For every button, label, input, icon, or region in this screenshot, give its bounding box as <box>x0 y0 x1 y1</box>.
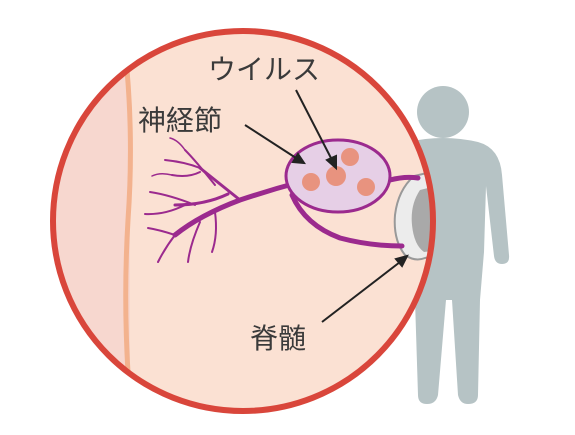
nerve-branch <box>144 204 186 216</box>
spinal-cord-pointer-line <box>321 261 401 323</box>
nerve-branch <box>147 227 176 236</box>
virus-particle <box>357 178 375 196</box>
nerve-branch <box>164 159 201 169</box>
virus-pointer-line <box>295 89 333 161</box>
nerve-branch <box>211 211 217 253</box>
nerve-branch <box>184 149 216 186</box>
ganglion-pointer-arrowhead <box>291 152 306 165</box>
label-pointers <box>244 89 409 323</box>
virus-particles <box>302 148 375 196</box>
ganglion-pointer-line <box>244 124 297 159</box>
zoom-circle-background <box>53 31 433 411</box>
virus-particle <box>302 173 320 191</box>
ganglion-label: 神経節 <box>138 104 223 137</box>
nerve-branch <box>187 221 201 263</box>
nerve-branch <box>173 192 230 207</box>
virus-particle <box>341 148 359 166</box>
nerve-lower-to-cord <box>289 192 405 249</box>
nerve-branch <box>157 234 176 263</box>
human-head <box>417 86 469 138</box>
nerve-branch <box>151 172 173 177</box>
nerve-fibers <box>144 137 421 263</box>
spinal-cord-pointer-arrowhead <box>394 254 409 268</box>
virus-particle <box>326 166 346 186</box>
virus-label: ウイルス <box>208 53 321 86</box>
spinal-cord-label: 脊髄 <box>250 322 307 355</box>
zoom-circle-border <box>50 28 436 414</box>
nerve-root-to-cord <box>387 174 421 183</box>
nerve-branch <box>149 191 196 206</box>
nerve-branch <box>171 171 201 177</box>
nerve-branch <box>169 137 186 151</box>
skin-edge <box>119 31 135 411</box>
virus-pointer-arrowhead <box>325 154 337 171</box>
